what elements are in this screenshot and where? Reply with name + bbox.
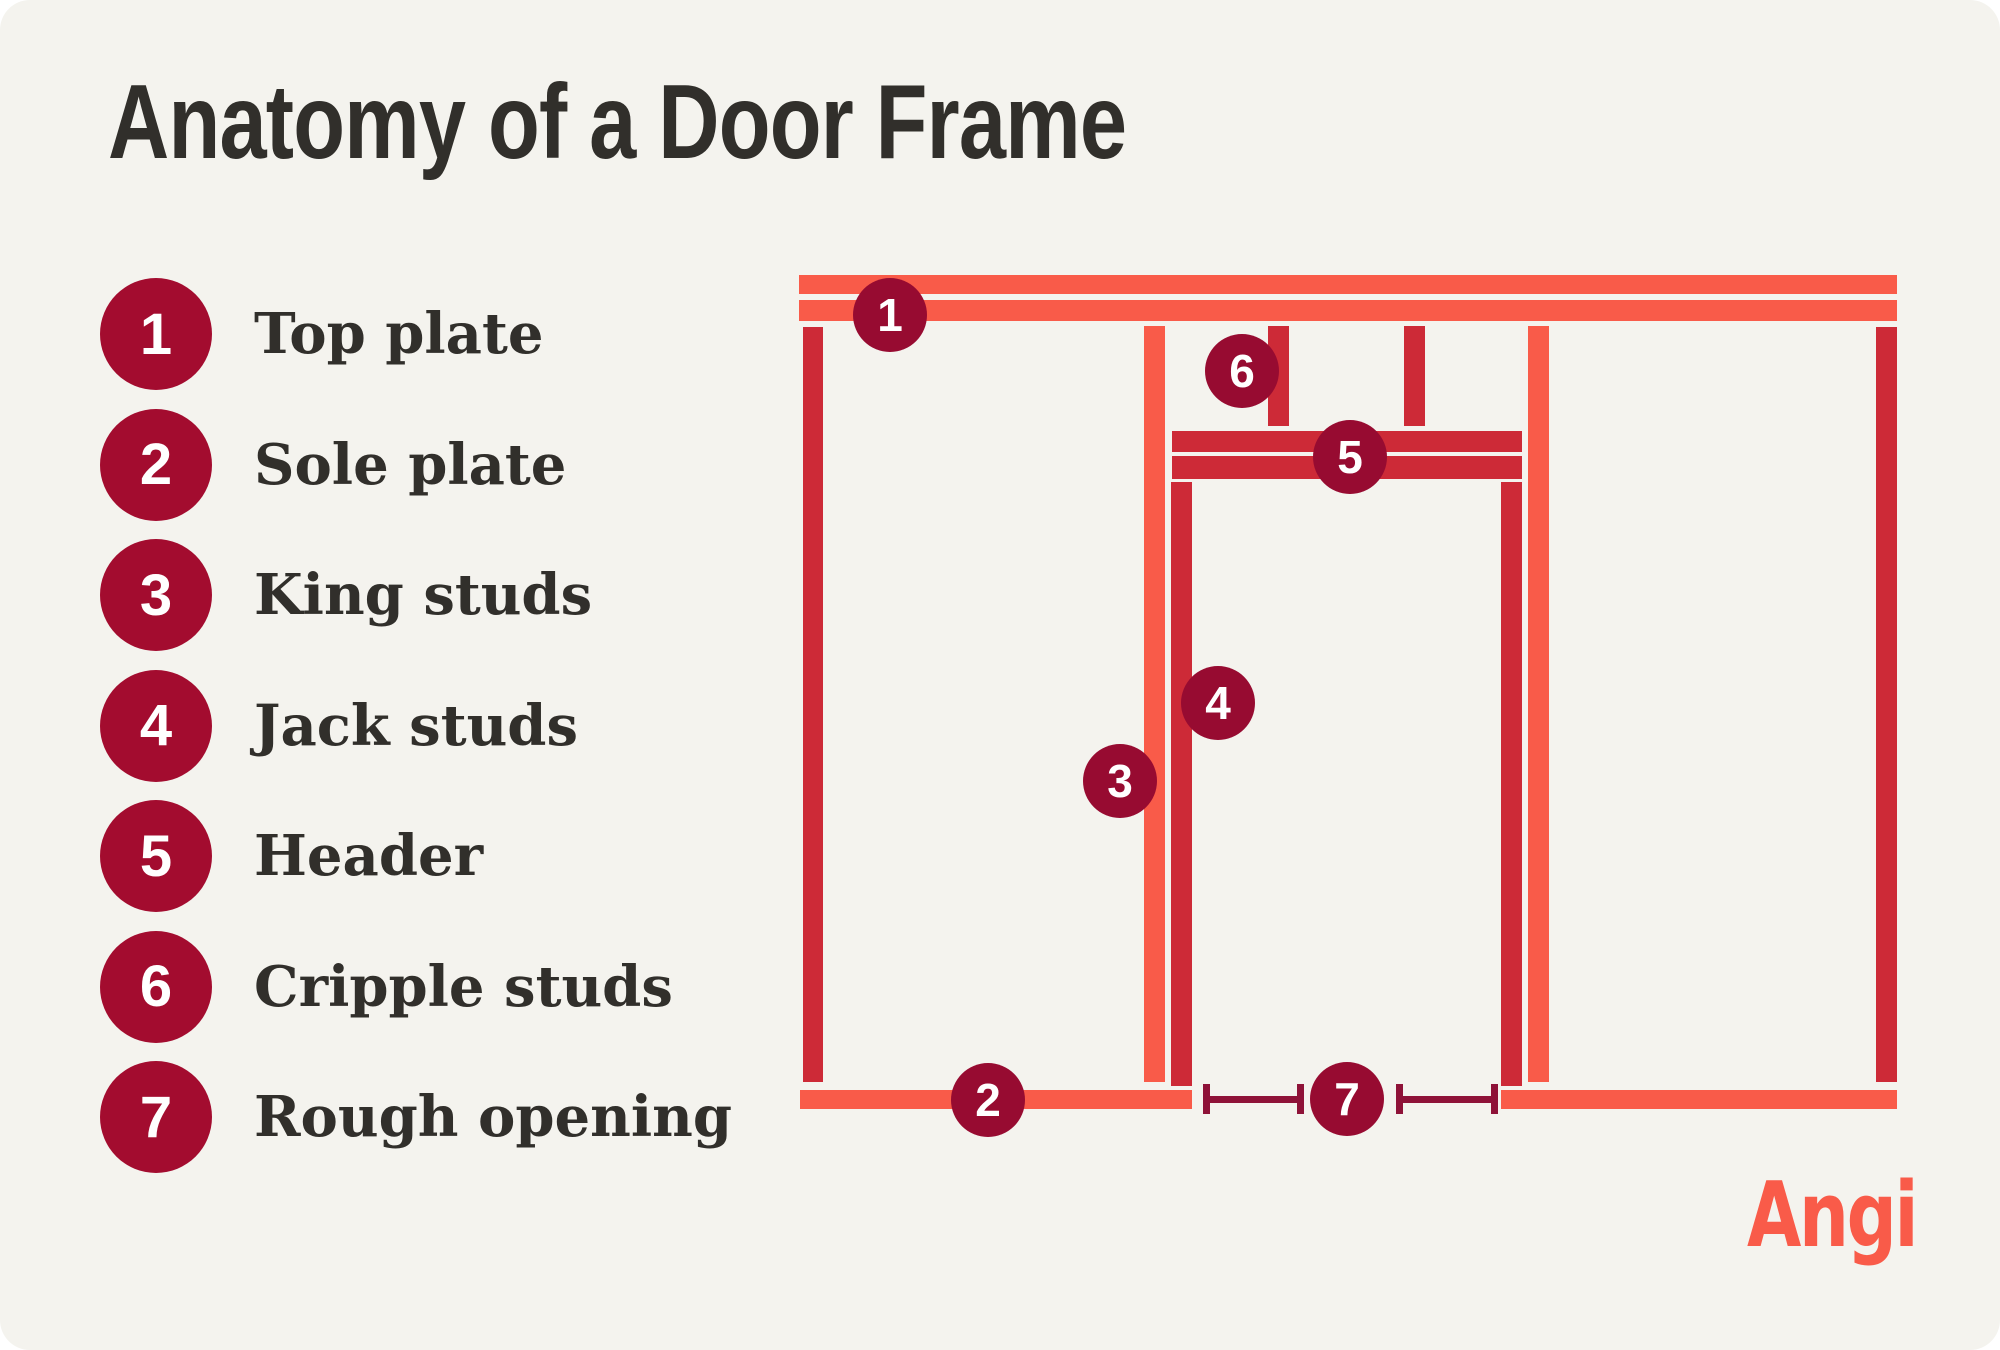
left-king-stud — [1144, 326, 1165, 1082]
dimension-line — [1396, 1095, 1498, 1103]
left-jack-stud — [1171, 482, 1192, 1086]
dimension-line — [1203, 1095, 1304, 1103]
legend-number-badge: 4 — [100, 669, 212, 782]
angi-logo: Angi — [1747, 1163, 1919, 1268]
legend-label: Header — [254, 823, 484, 889]
legend-item-1: 1 Top plate — [100, 278, 732, 390]
legend-item-4: 4 Jack studs — [100, 669, 732, 782]
top-plate-lower — [799, 300, 1897, 321]
legend-label: Sole plate — [254, 431, 567, 498]
legend-item-7: 7 Rough opening — [100, 1061, 732, 1173]
diagram-badge-4: 4 — [1181, 666, 1255, 740]
diagram-badge-2: 2 — [951, 1063, 1025, 1137]
legend-item-5: 5 Header — [100, 800, 732, 912]
rough-opening-dimension-left — [1203, 1084, 1304, 1114]
diagram-badge-3: 3 — [1083, 744, 1157, 818]
legend-number-badge: 3 — [100, 539, 212, 651]
page-title: Anatomy of a Door Frame — [108, 63, 1127, 181]
legend-number-badge: 6 — [100, 930, 212, 1043]
legend: 1 Top plate 2 Sole plate 3 King studs 4 Jack st… — [100, 278, 732, 1173]
legend-item-3: 3 King studs — [100, 539, 732, 651]
legend-number-badge: 2 — [100, 408, 212, 521]
legend-number-badge: 1 — [100, 278, 212, 390]
legend-number-badge: 7 — [100, 1061, 212, 1173]
diagram-badge-5: 5 — [1313, 420, 1387, 494]
dimension-tick — [1396, 1084, 1403, 1114]
top-plate-upper — [799, 275, 1897, 294]
cripple-stud-right — [1404, 326, 1425, 426]
diagram-badge-7: 7 — [1310, 1062, 1384, 1136]
right-end-stud — [1876, 327, 1897, 1082]
sole-plate-right — [1501, 1090, 1897, 1109]
legend-label: Jack studs — [254, 692, 578, 759]
dimension-tick — [1491, 1084, 1498, 1114]
right-jack-stud — [1501, 482, 1522, 1086]
dimension-tick — [1203, 1084, 1210, 1114]
legend-item-2: 2 Sole plate — [100, 408, 732, 521]
right-king-stud — [1528, 326, 1549, 1082]
legend-label: Cripple studs — [254, 953, 673, 1020]
diagram-badge-1: 1 — [853, 278, 927, 352]
legend-label: Rough opening — [254, 1084, 732, 1150]
diagram-badge-6: 6 — [1205, 334, 1279, 408]
legend-number-badge: 5 — [100, 800, 212, 912]
rough-opening-dimension-right — [1396, 1084, 1498, 1114]
left-end-stud — [803, 327, 823, 1082]
legend-item-6: 6 Cripple studs — [100, 930, 732, 1043]
dimension-tick — [1297, 1084, 1304, 1114]
legend-label: King studs — [254, 562, 593, 628]
legend-label: Top plate — [254, 301, 544, 367]
